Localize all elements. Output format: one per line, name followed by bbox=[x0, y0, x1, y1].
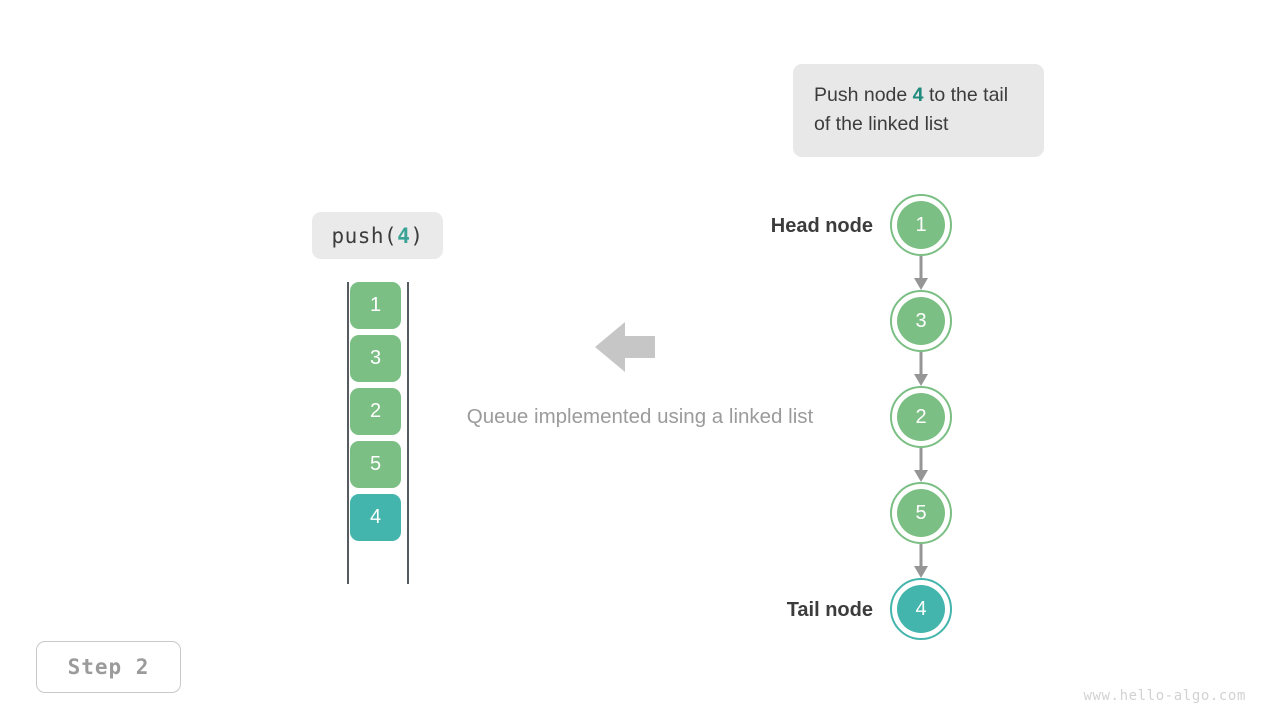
linked-list-connector-arrow bbox=[913, 544, 929, 578]
array-cell: 2 bbox=[350, 388, 401, 435]
linked-list-node-value: 3 bbox=[897, 297, 945, 345]
array-cell: 3 bbox=[350, 335, 401, 382]
linked-list-node: 2 bbox=[890, 386, 952, 448]
operation-chip: push(4) bbox=[312, 212, 443, 259]
array-cell: 4 bbox=[350, 494, 401, 541]
operation-argument: 4 bbox=[397, 223, 411, 248]
callout-text-before: Push node bbox=[814, 84, 913, 106]
linked-list-node-value: 2 bbox=[897, 393, 945, 441]
callout-box: Push node 4 to the tail of the linked li… bbox=[793, 64, 1044, 157]
array-rail-left bbox=[347, 282, 349, 584]
array-cell: 5 bbox=[350, 441, 401, 488]
step-badge: Step 2 bbox=[36, 641, 181, 693]
callout-accent-value: 4 bbox=[912, 84, 924, 106]
flow-arrow-left-icon bbox=[595, 320, 655, 374]
operation-name: push( bbox=[331, 223, 398, 248]
linked-list-node-value: 1 bbox=[897, 201, 945, 249]
array-cell: 1 bbox=[350, 282, 401, 329]
linked-list-connector-arrow bbox=[913, 256, 929, 290]
linked-list-connector-arrow bbox=[913, 448, 929, 482]
figure-caption: Queue implemented using a linked list bbox=[466, 405, 814, 428]
array-view: 1 3 2 5 4 bbox=[340, 282, 420, 584]
head-node-label: Head node bbox=[770, 215, 873, 237]
watermark: www.hello-algo.com bbox=[1083, 688, 1246, 704]
linked-list-view: Head node Tail node 1 3 2 5 4 bbox=[745, 190, 1005, 642]
tail-node-label: Tail node bbox=[786, 599, 873, 621]
linked-list-node: 5 bbox=[890, 482, 952, 544]
linked-list-node: 3 bbox=[890, 290, 952, 352]
array-rail-right bbox=[407, 282, 409, 584]
linked-list-node-value: 4 bbox=[897, 585, 945, 633]
linked-list-node: 1 bbox=[890, 194, 952, 256]
callout-text-after: to the tail of the linked list bbox=[814, 84, 1009, 135]
linked-list-node: 4 bbox=[890, 578, 952, 640]
operation-close-paren: ) bbox=[410, 223, 424, 248]
linked-list-node-value: 5 bbox=[897, 489, 945, 537]
linked-list-connector-arrow bbox=[913, 352, 929, 386]
